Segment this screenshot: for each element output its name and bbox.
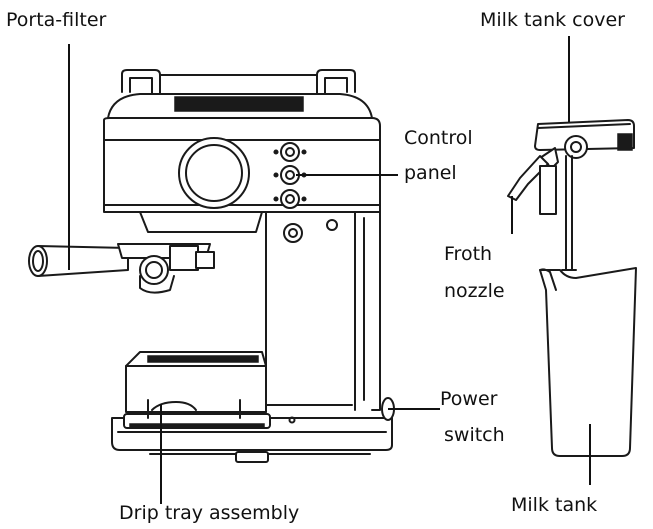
- carry-handle: [121, 69, 356, 101]
- label-nozzle: nozzle: [444, 280, 505, 302]
- espresso-machine: [103, 69, 395, 463]
- leader-lines: [68, 36, 591, 504]
- label-porta-filter: Porta-filter: [6, 9, 107, 31]
- label-milk-tank-cover: Milk tank cover: [480, 9, 625, 31]
- dial-inner: [185, 144, 243, 202]
- label-control: Control: [404, 127, 473, 149]
- portafilter-knob: [139, 255, 169, 285]
- label-milk-tank: Milk tank: [511, 494, 598, 516]
- label-switch: switch: [444, 424, 505, 446]
- body-column: [265, 211, 381, 413]
- label-drip-tray-assembly: Drip tray assembly: [119, 502, 300, 524]
- control-buttons: [273, 142, 307, 209]
- froth-nozzle: [507, 155, 549, 201]
- milk-tank-cover-assembly: [507, 119, 635, 271]
- milk-tank-body: [539, 267, 637, 457]
- portafilter-handle: [37, 245, 129, 277]
- cover-knob: [564, 135, 588, 159]
- top-grille: [174, 96, 304, 112]
- label-froth: Froth: [444, 243, 493, 265]
- label-power: Power: [440, 388, 498, 410]
- milk-tank: [539, 267, 637, 457]
- steam-knob: [283, 223, 303, 243]
- portafilter: [28, 243, 215, 294]
- label-panel: panel: [404, 162, 457, 184]
- brew-head: [139, 211, 263, 233]
